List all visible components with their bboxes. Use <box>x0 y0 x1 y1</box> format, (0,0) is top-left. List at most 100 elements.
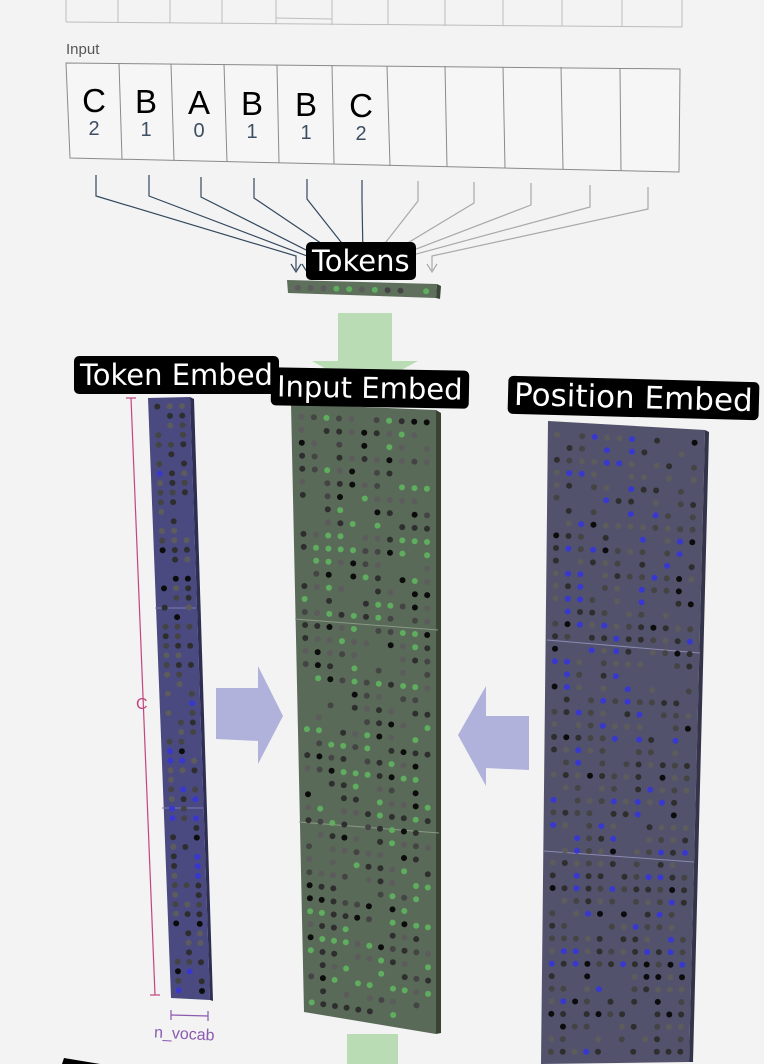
input-embed-dot <box>355 980 361 987</box>
token-embed-dot <box>171 872 178 879</box>
input-embed-dot <box>350 612 357 619</box>
input-embed-dot <box>412 644 419 651</box>
input-embed-dot <box>423 446 430 452</box>
position-embed-dot <box>575 709 582 716</box>
token-dot <box>359 286 365 293</box>
position-embed-dot <box>639 549 646 556</box>
input-embed-dot <box>306 856 313 863</box>
position-embed-dot <box>607 1011 614 1018</box>
position-embed-dot <box>644 949 650 955</box>
position-embed-dot <box>550 796 557 803</box>
input-embed-dot <box>366 995 373 1002</box>
input-embed-dot <box>424 725 431 732</box>
position-embed-dot <box>553 456 560 463</box>
position-embed-dot <box>596 948 603 955</box>
input-embed-dot <box>301 609 308 615</box>
position-embed-dot <box>576 659 583 666</box>
input-embed-dot <box>412 856 419 863</box>
input-embed-dot <box>376 707 382 714</box>
token-embed-dot <box>185 604 192 611</box>
position-embed-dot <box>609 886 616 892</box>
position-embed-dot <box>678 986 685 993</box>
input-embed-dot <box>388 721 395 728</box>
position-embed-dot <box>566 470 573 477</box>
input-embed-dot <box>342 900 349 906</box>
input-embed-dot <box>366 916 372 923</box>
position-embed-dot <box>679 936 686 943</box>
input-embed-dot <box>330 898 337 905</box>
position-embed-dot <box>565 583 571 590</box>
token-embed-dot <box>196 911 203 918</box>
input-embed-dot <box>325 571 332 578</box>
token-embed-dot <box>174 614 181 621</box>
token-embed-dot <box>158 508 165 515</box>
position-embed-dot <box>622 798 629 805</box>
input-embed-dot <box>327 663 334 670</box>
input-embed-dot <box>305 791 311 798</box>
input-embed-dot <box>399 484 405 491</box>
position-embed-dot <box>574 810 581 816</box>
input-embed-dot <box>400 722 407 729</box>
input-embed-dot <box>424 751 431 758</box>
input-embed-dot <box>412 631 418 637</box>
token-embed-dot <box>192 796 199 803</box>
token-embed-dot <box>168 786 175 793</box>
token-embed-dot <box>173 920 180 927</box>
token-embed-dot <box>181 460 187 467</box>
input-embed-dot <box>325 519 331 526</box>
position-embed-dot <box>658 849 664 856</box>
input-embed-dot <box>400 683 407 689</box>
token-embed-dot <box>198 978 205 985</box>
position-embed-dot <box>630 1048 637 1055</box>
position-embed-dot <box>678 451 685 458</box>
input-token-cell: C 2 <box>70 84 118 141</box>
position-embed-dot <box>565 570 572 577</box>
position-embed-dot <box>572 948 579 955</box>
input-embed-dot <box>424 618 431 625</box>
token-embed-dot <box>180 431 186 438</box>
token-embed-dot <box>186 623 193 630</box>
input-embed-dot <box>313 544 319 551</box>
input-embed-dot <box>387 629 394 635</box>
position-embed-dot <box>571 1048 578 1055</box>
input-embed-dot <box>412 617 418 624</box>
position-embed-dot <box>561 897 568 904</box>
position-embed-dot <box>659 762 666 769</box>
input-embed-dot <box>424 671 431 678</box>
token-embed-dot <box>199 988 205 994</box>
position-embed-dot <box>663 575 670 582</box>
position-embed-dot <box>596 961 603 967</box>
position-embed-dot <box>650 624 657 631</box>
input-embed-dot <box>361 495 368 502</box>
position-embed-dot <box>649 687 656 694</box>
input-embed-dot <box>323 428 330 434</box>
input-embed-dot <box>389 866 396 873</box>
input-embed-dot <box>340 756 347 762</box>
position-embed-dot <box>598 848 604 855</box>
position-embed-dot <box>654 998 661 1005</box>
position-embed-dot <box>632 923 639 930</box>
input-embed-dot <box>398 444 405 451</box>
input-embed-dot <box>390 985 396 992</box>
position-embed-dot <box>552 620 559 627</box>
position-embed-dot <box>639 561 646 568</box>
input-embed-dot <box>298 439 305 446</box>
input-embed-dot <box>308 999 315 1006</box>
input-embed-dot <box>342 913 349 920</box>
token-embed-dot <box>185 930 192 937</box>
token-embed-dot <box>180 441 187 448</box>
input-embed-dot <box>362 600 369 607</box>
input-embed-dot <box>390 998 397 1005</box>
input-embed-dot <box>361 456 368 462</box>
position-embed-dot <box>672 725 679 732</box>
input-embed-dot <box>354 941 361 947</box>
input-embed-dot <box>337 520 344 527</box>
input-embed-dot <box>400 749 407 756</box>
position-embed-dot <box>637 636 644 643</box>
position-embed-dot <box>561 935 567 942</box>
input-embed-dot <box>374 535 381 542</box>
input-embed-dot <box>399 550 406 557</box>
position-embed-dot <box>624 723 631 730</box>
position-embed-dot <box>665 475 672 482</box>
